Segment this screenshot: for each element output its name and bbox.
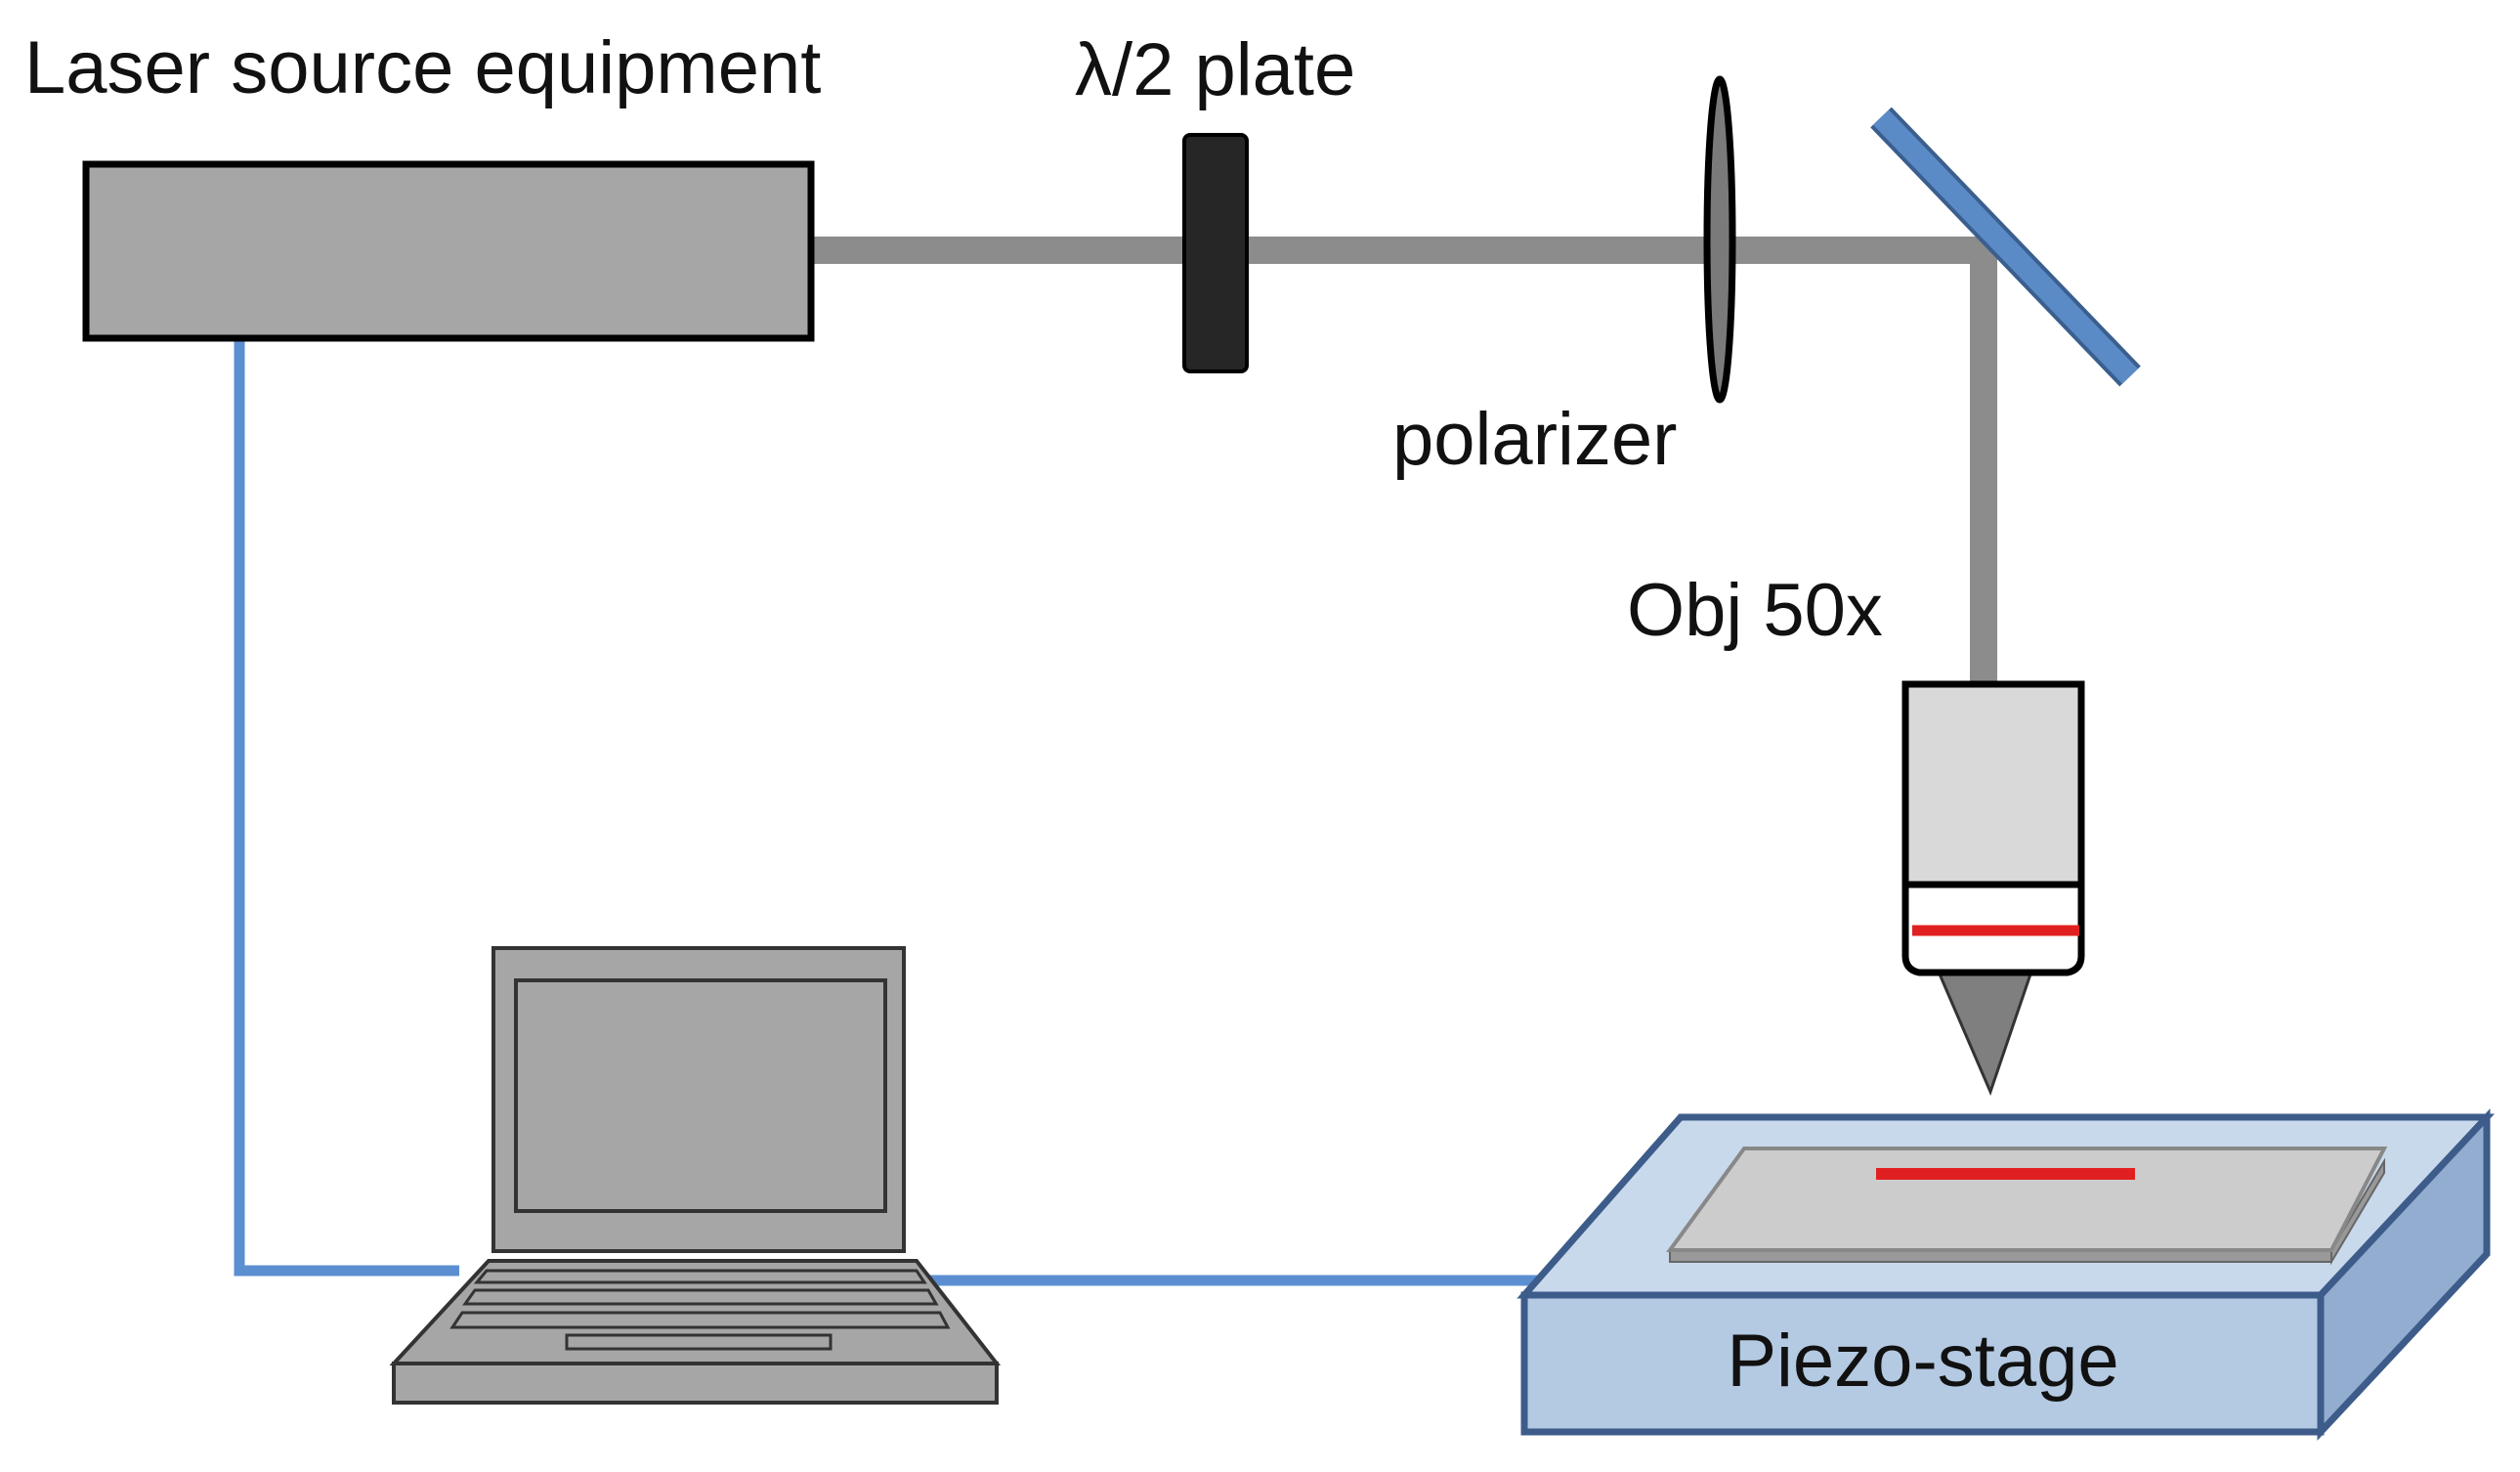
- laptop-key-row: [449, 1311, 951, 1329]
- laptop-key-row: [462, 1288, 939, 1306]
- piezo-stage-label: Piezo-stage: [1727, 1320, 2118, 1403]
- laser-source-box: [82, 160, 815, 342]
- polarizer-lens: [1703, 75, 1736, 404]
- stage-side-face: [2317, 1108, 2491, 1441]
- laptop-touchpad: [565, 1333, 833, 1351]
- half-wave-plate: [1182, 133, 1249, 373]
- laptop-display: [514, 978, 887, 1213]
- sample-slide-right: [2330, 1157, 2385, 1266]
- half-wave-plate-label: λ/2 plate: [1075, 28, 1355, 111]
- laptop: [389, 946, 1002, 1405]
- objective-body: [1901, 680, 2085, 888]
- piezo-stage: Piezo-stage: [1516, 1108, 2496, 1441]
- objective-cone: [1932, 961, 2037, 1097]
- laptop-base: [392, 1362, 999, 1405]
- laser-source-label: Laser source equipment: [24, 26, 821, 109]
- polarizer-label: polarizer: [1392, 398, 1677, 481]
- sample-slide: [1666, 1147, 2388, 1252]
- objective-label: Obj 50x: [1627, 569, 1883, 652]
- objective-lens: [1901, 680, 2085, 1097]
- laser-to-laptop-cable: [234, 337, 459, 1277]
- laptop-key-row: [473, 1269, 927, 1284]
- mirror: [1870, 107, 2141, 387]
